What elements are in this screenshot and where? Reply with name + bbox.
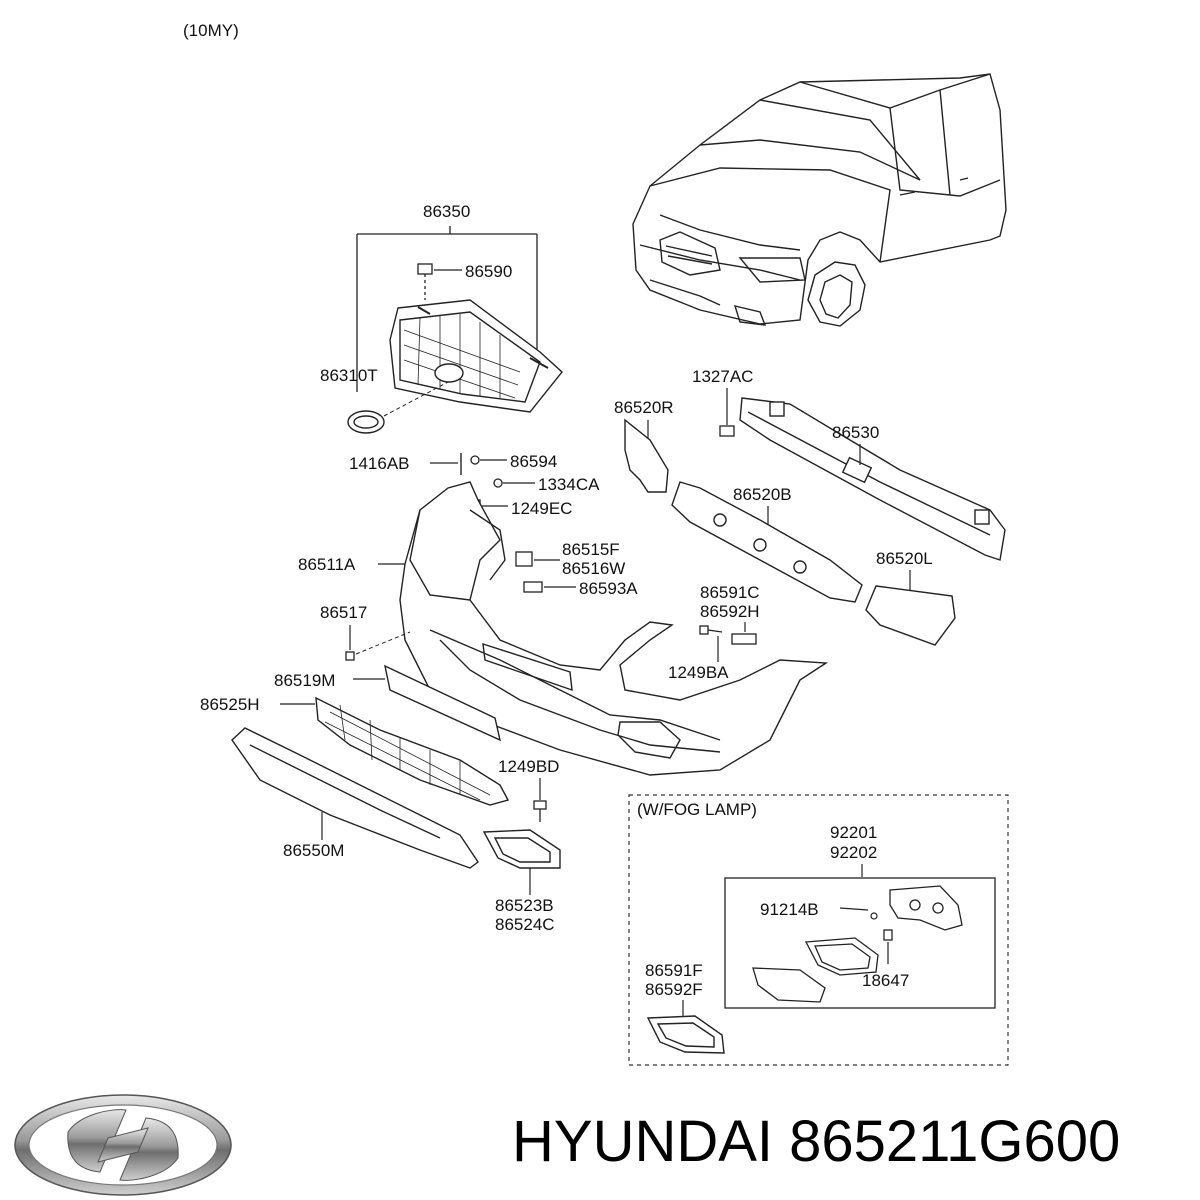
fog-lamp-lens-part: [804, 937, 879, 976]
screw-18647-part: [883, 929, 893, 941]
bolt-1249BD-part: [533, 800, 547, 822]
emblem-86310T-part: [347, 410, 385, 434]
label-86519M: 86519M: [274, 671, 335, 690]
hyundai-logo-icon: [14, 1094, 232, 1196]
clip-86594-part: [470, 455, 480, 465]
brand-part-number: HYUNDAI 865211G600: [512, 1109, 1121, 1174]
label-86594: 86594: [510, 452, 557, 471]
bracket-86515F-part: [515, 551, 533, 567]
garnish-86550M-part: [231, 727, 479, 869]
label-86592H: 86592H: [700, 602, 760, 621]
label-1334CA: 1334CA: [538, 475, 600, 494]
label-1327AC: 1327AC: [692, 367, 753, 386]
absorber-86520B-part: [671, 481, 863, 603]
label-86517: 86517: [320, 603, 367, 622]
lower-grille-86525H-part: [315, 696, 510, 806]
label-86310T: 86310T: [320, 366, 378, 385]
label-86592F: 86592F: [645, 980, 703, 999]
label-18647: 18647: [862, 971, 909, 990]
nut-1334CA-part: [493, 478, 503, 488]
leader-91214B: [839, 907, 869, 911]
label-92202: 92202: [830, 843, 877, 862]
front-bumper-86511A-part: [399, 481, 829, 776]
label-92201: 92201: [830, 823, 877, 842]
label-86511A: 86511A: [298, 555, 356, 574]
label-91214B: 91214B: [760, 900, 819, 919]
label-86525H: 86525H: [200, 695, 260, 714]
fog-lamp-box: [628, 794, 1009, 1066]
absorber-86520L-part: [865, 585, 956, 646]
bracket-86591C-part: [731, 633, 757, 645]
label-86520R: 86520R: [614, 398, 674, 417]
label-1249EC: 1249EC: [511, 499, 572, 518]
label-86523B: 86523B: [495, 896, 554, 915]
label-86593A: 86593A: [579, 579, 638, 598]
label-86520B: 86520B: [733, 485, 792, 504]
label-86530: 86530: [832, 423, 879, 442]
radiator-grille-part: [389, 299, 563, 413]
plate-bracket-86519M-part: [384, 664, 501, 742]
label-1249BA: 1249BA: [668, 663, 729, 682]
label-86516W: 86516W: [562, 559, 625, 578]
fog-lamp-assy-box: [724, 877, 996, 1009]
fog-lamp-bezel-part: [752, 967, 826, 1003]
label-86590: 86590: [465, 262, 512, 281]
label-1416AB: 1416AB: [349, 454, 410, 473]
bumper-beam-86530-part: [739, 397, 1006, 561]
fog-cover-86591F-part: [646, 1015, 725, 1054]
label-86515F: 86515F: [562, 540, 620, 559]
leader-86350: [356, 226, 538, 392]
label-86350: 86350: [423, 202, 470, 221]
label-1249BD: 1249BD: [498, 757, 559, 776]
fog-lamp-title: (W/FOG LAMP): [637, 800, 757, 819]
car-illustration: [632, 73, 1007, 327]
model-year-label: (10MY): [183, 21, 239, 40]
label-86520L: 86520L: [876, 549, 933, 568]
label-86591F: 86591F: [645, 961, 703, 980]
bulb-91214B-part: [870, 912, 878, 920]
fog-cover-86523B-part: [482, 829, 561, 869]
label-86524C: 86524C: [495, 915, 555, 934]
label-86550M: 86550M: [283, 841, 344, 860]
fog-lamp-housing-part: [889, 885, 963, 931]
absorber-86520R-part: [624, 418, 669, 493]
bolt-1249BA-part: [699, 625, 723, 635]
clip-86593A-part: [523, 581, 543, 593]
clip-86590-part: [417, 263, 433, 300]
bolt-1327AC-part: [719, 425, 735, 437]
clip-86517-part: [345, 651, 355, 661]
label-86591C: 86591C: [700, 583, 760, 602]
leader-86517-dashed: [355, 631, 411, 655]
leader-86310T: [383, 381, 449, 417]
